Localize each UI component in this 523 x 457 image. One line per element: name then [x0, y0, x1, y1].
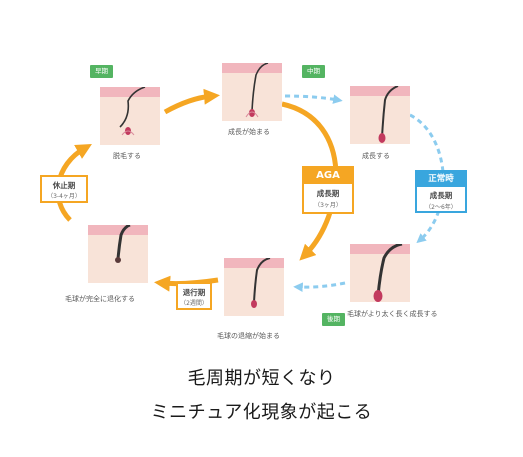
- resting-duration: （3-4ヶ月）: [47, 193, 81, 200]
- panel-start-growth: [222, 63, 282, 121]
- headline-line-1: 毛周期が短くなり: [187, 368, 336, 389]
- caption-start-growth: 成長が始まる: [228, 128, 270, 136]
- phase-label-early: 早期: [90, 65, 113, 78]
- caption-growing: 成長する: [362, 152, 390, 160]
- caption-bulb-shrinking: 毛球の退縮が始まる: [217, 332, 280, 340]
- normal-header: 正常時: [417, 172, 465, 187]
- resting-title: 休止期: [52, 181, 76, 190]
- aga-title: 成長期: [316, 189, 340, 198]
- aga-growth-box: AGA 成長期 （3ヶ月）: [302, 166, 354, 214]
- arrow-normal-growth-2: [409, 113, 445, 244]
- normal-duration: （2～6年）: [425, 204, 457, 211]
- headline-line-2: ミニチュア化現象が起こる: [150, 402, 373, 423]
- normal-growth-box: 正常時 成長期 （2～6年）: [415, 170, 467, 213]
- resting-phase-box: 休止期 （3-4ヶ月）: [40, 175, 88, 203]
- arrow-normal-growth-1: [284, 94, 343, 104]
- arrow-shedding-to-growth: [163, 88, 220, 115]
- panel-bulb-shrinking: [224, 258, 284, 316]
- aga-header: AGA: [304, 168, 352, 184]
- regression-title: 退行期: [182, 288, 206, 297]
- regression-duration: （2週間）: [180, 300, 208, 307]
- panel-shedding: [100, 87, 160, 145]
- caption-shedding: 脱毛する: [113, 152, 141, 160]
- panel-bulb-regressed: [88, 225, 148, 283]
- caption-bulb-regressed: 毛球が完全に退化する: [65, 295, 135, 303]
- regression-phase-box: 退行期 （2週間）: [176, 282, 212, 310]
- caption-grow-thick-long: 毛球がより太く長く成長する: [347, 310, 438, 318]
- phase-label-middle: 中期: [302, 65, 325, 78]
- panel-growing: [350, 86, 410, 144]
- aga-duration: （3ヶ月）: [314, 202, 342, 209]
- panel-grow-thick-long: [350, 244, 410, 302]
- arrow-normal-to-regression: [293, 281, 346, 293]
- normal-title: 成長期: [429, 191, 453, 200]
- phase-label-late: 後期: [322, 313, 345, 326]
